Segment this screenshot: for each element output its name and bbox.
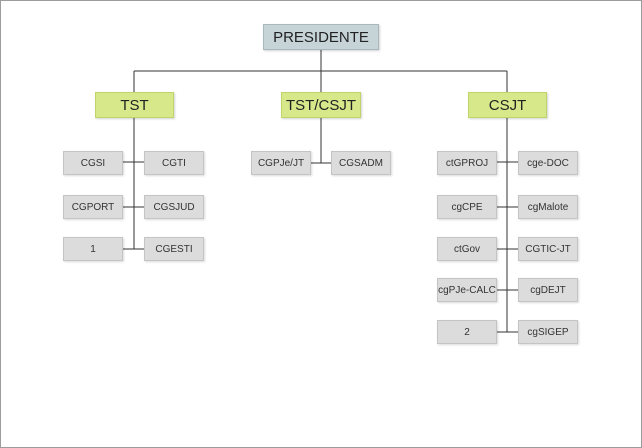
unit-node-label: CGPORT xyxy=(71,201,115,213)
unit-node-label: CGSI xyxy=(80,157,106,169)
unit-node-cgsi: CGSI xyxy=(63,151,123,175)
unit-node-label: cgSIGEP xyxy=(527,326,569,338)
unit-node-label: 1 xyxy=(90,243,96,255)
unit-node-cgtic-jt: CGTIC-JT xyxy=(518,237,578,261)
unit-node-label: cgPJe-CALC xyxy=(438,284,496,296)
unit-node-cgsadm: CGSADM xyxy=(331,151,391,175)
unit-node-label: cge-DOC xyxy=(527,157,569,169)
unit-node-cgpje-calc: cgPJe-CALC xyxy=(437,278,497,302)
group-node-tst-csjt: TST/CSJT xyxy=(281,92,361,118)
group-node-label: TST xyxy=(120,96,149,114)
unit-node-cgport: CGPORT xyxy=(63,195,123,219)
unit-node-ctgproj: ctGPROJ xyxy=(437,151,497,175)
unit-node-cgcpe: cgCPE xyxy=(437,195,497,219)
unit-node-cgsjud: CGSJUD xyxy=(144,195,204,219)
unit-node-label: CGTIC-JT xyxy=(525,243,571,255)
unit-node-label: ctGov xyxy=(453,243,481,255)
unit-node-label: cgDEJT xyxy=(530,284,566,296)
unit-node-label: CGESTI xyxy=(155,243,193,255)
unit-node-label: CGPJe/JT xyxy=(257,157,305,169)
unit-node-label: cgMalote xyxy=(527,201,569,213)
unit-node-label: CGSADM xyxy=(339,157,383,169)
group-node-label: TST/CSJT xyxy=(286,96,356,114)
unit-node-label: CGSJUD xyxy=(153,201,195,213)
unit-node-label: cgCPE xyxy=(451,201,483,213)
group-node-tst: TST xyxy=(95,92,174,118)
root-node-presidente: PRESIDENTE xyxy=(263,24,379,50)
unit-node-cgdejt: cgDEJT xyxy=(518,278,578,302)
unit-node-label: CGTI xyxy=(162,157,186,169)
unit-node-cgpje-jt: CGPJe/JT xyxy=(251,151,311,175)
unit-node-cgsigep: cgSIGEP xyxy=(518,320,578,344)
unit-node-2: 2 xyxy=(437,320,497,344)
unit-node-label: ctGPROJ xyxy=(445,157,489,169)
unit-node-label: 2 xyxy=(464,326,470,338)
unit-node-cgmalote: cgMalote xyxy=(518,195,578,219)
unit-node-ctgov: ctGov xyxy=(437,237,497,261)
group-node-label: CSJT xyxy=(488,96,527,114)
unit-node-1: 1 xyxy=(63,237,123,261)
group-node-csjt: CSJT xyxy=(468,92,547,118)
root-node-label: PRESIDENTE xyxy=(273,28,369,46)
unit-node-cgti: CGTI xyxy=(144,151,204,175)
unit-node-cge-doc: cge-DOC xyxy=(518,151,578,175)
unit-node-cgesti: CGESTI xyxy=(144,237,204,261)
